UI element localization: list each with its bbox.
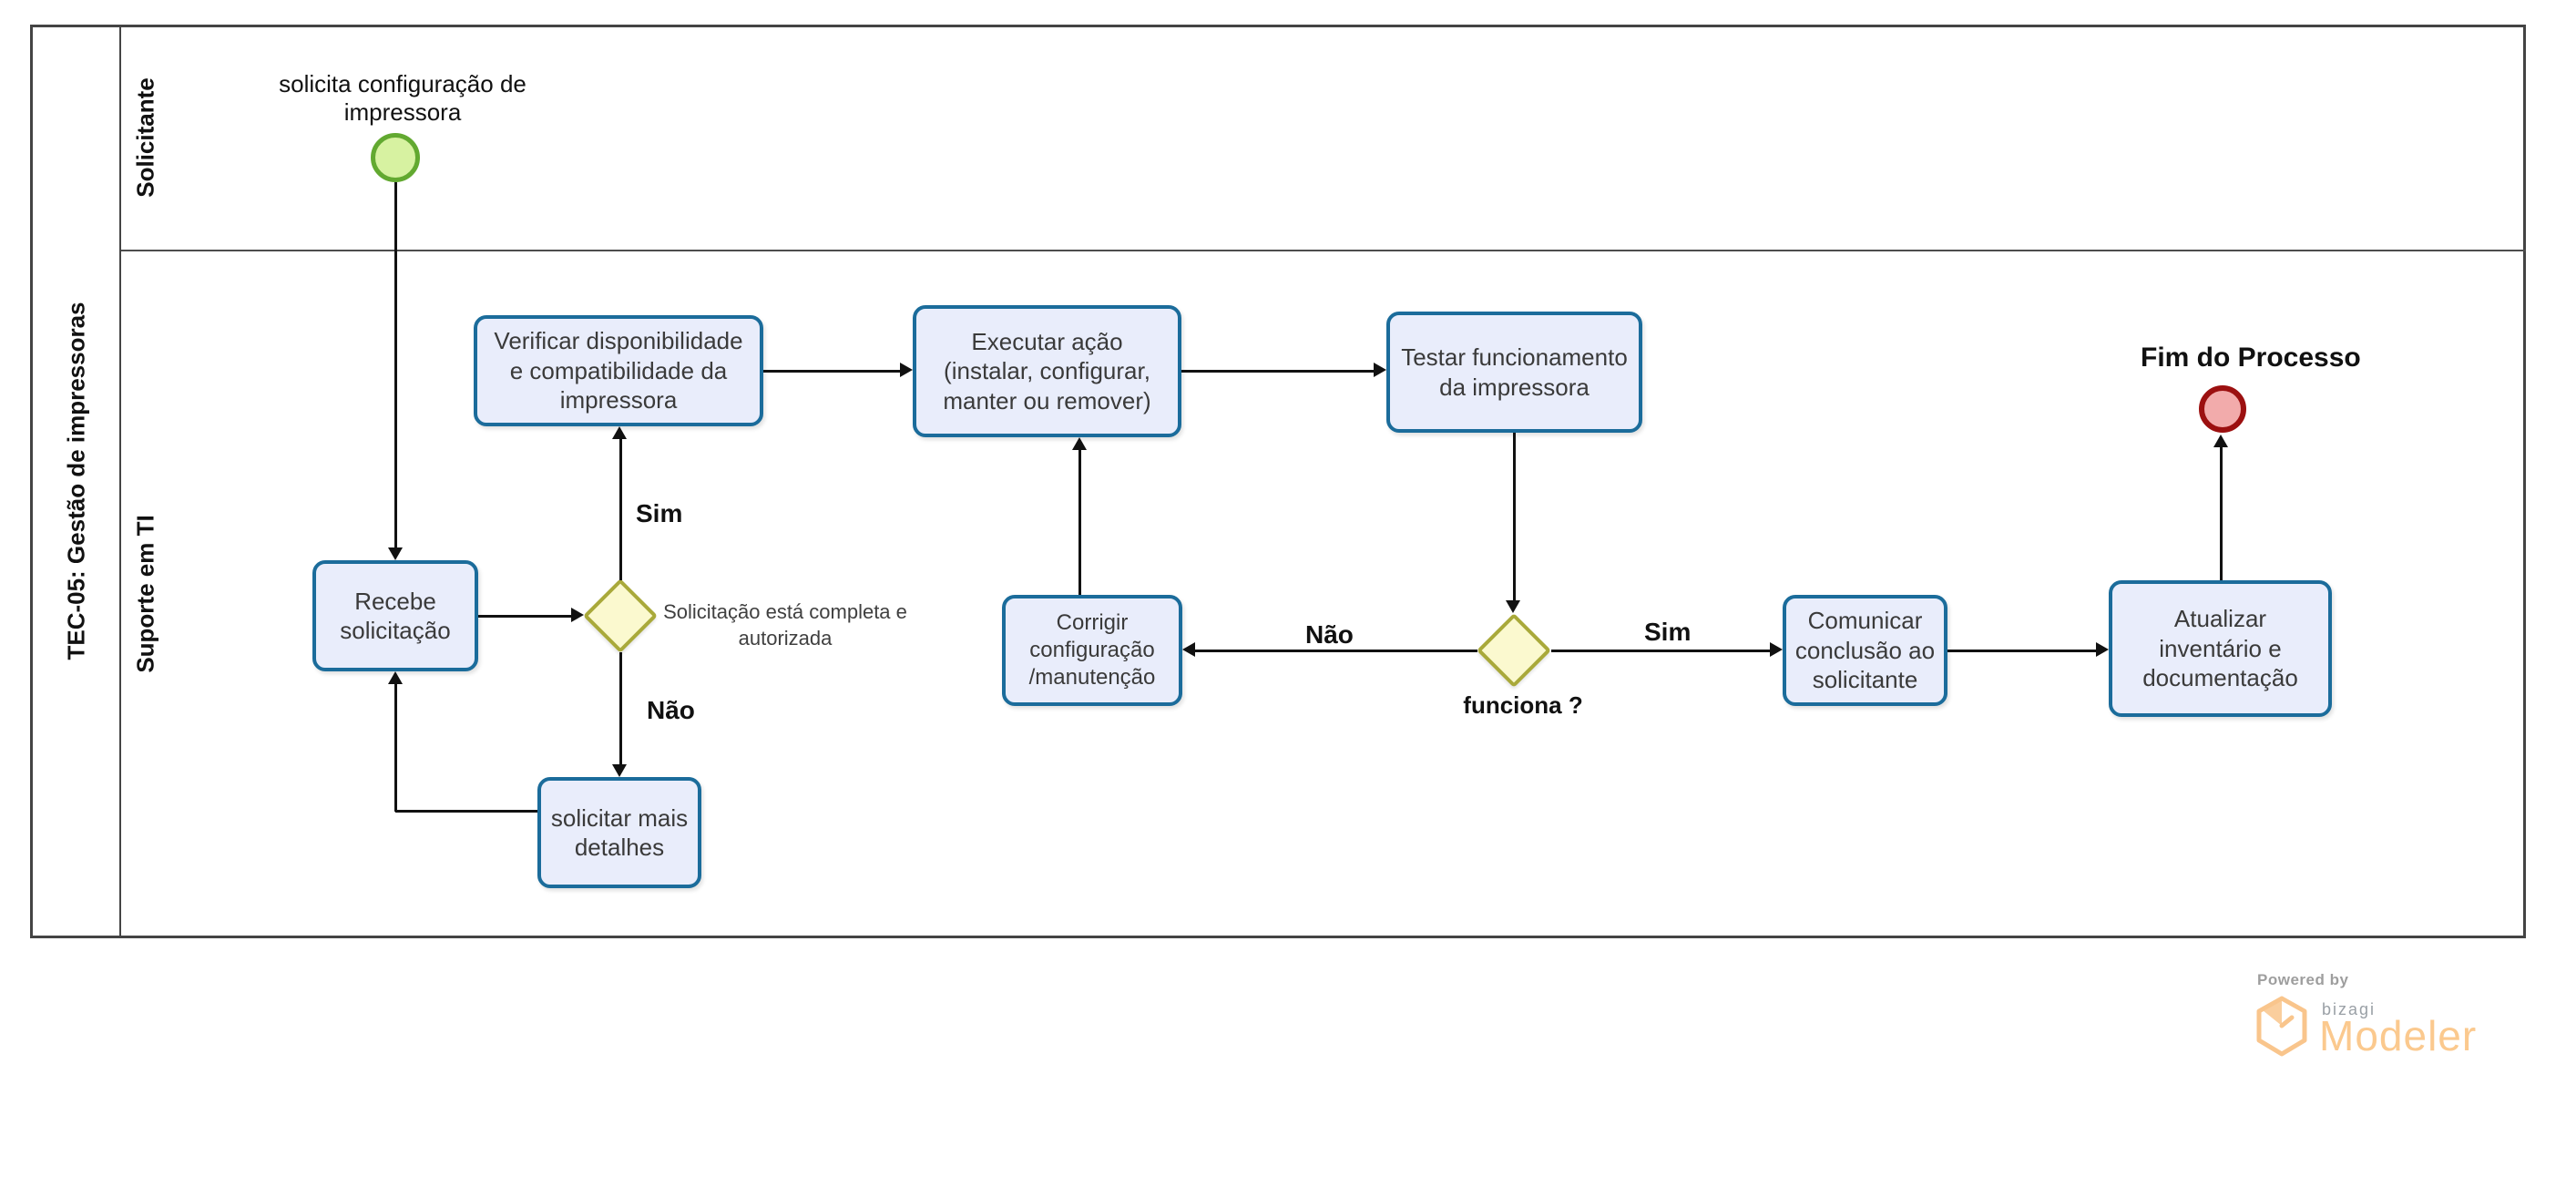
flow-verificar-to-executar: [763, 370, 900, 373]
task-comunicar-conclusao[interactable]: Comunicar conclusão ao solicitante: [1783, 595, 1947, 706]
task-label: solicitar mais detalhes: [550, 803, 689, 862]
task-label: Atualizar inventário e documentação: [2142, 605, 2298, 692]
flow-corrigir-to-executar: [1078, 450, 1081, 595]
task-label: Testar funcionamento da impressora: [1401, 343, 1628, 401]
flow-gateway-to-verificar: [619, 439, 622, 580]
powered-by-text: Powered by: [2257, 971, 2349, 988]
end-event-label: Fim do Processo: [2141, 343, 2361, 373]
arrowhead: [900, 363, 913, 377]
arrowhead: [1506, 600, 1520, 613]
flow-comunicar-to-atualizar: [1947, 650, 2096, 652]
flow-recebe-to-gateway: [478, 615, 573, 618]
gateway-label: funciona ?: [1463, 691, 1583, 719]
bizagi-brand-text: bizagi: [2322, 1000, 2377, 1018]
arrowhead: [571, 608, 584, 622]
task-label: Verificar disponibilidade e compatibilid…: [494, 327, 743, 414]
flow-label-nao: Não: [647, 696, 695, 724]
task-solicitar-mais-detalhes[interactable]: solicitar mais detalhes: [537, 777, 701, 888]
arrowhead: [612, 764, 627, 777]
task-label: Executar ação (instalar, configurar, man…: [943, 327, 1151, 414]
arrowhead: [2096, 642, 2109, 657]
task-atualizar-inventario[interactable]: Atualizar inventário e documentação: [2109, 580, 2332, 717]
flow-solicitar-loop-h: [395, 810, 537, 813]
arrowhead: [388, 547, 403, 560]
flow-gateway-to-solicitar: [619, 652, 622, 764]
task-label: Corrigir configuração /manutenção: [1028, 610, 1156, 690]
arrowhead: [2213, 435, 2228, 447]
pool-title-strip: [30, 25, 121, 938]
task-label: Comunicar conclusão ao solicitante: [1794, 607, 1936, 694]
task-corrigir-configuracao[interactable]: Corrigir configuração /manutenção: [1002, 595, 1182, 706]
flow-atualizar-to-end: [2220, 447, 2223, 580]
pool-title: TEC-05: Gestão de impressoras: [62, 302, 90, 660]
gateway-label: Solicitação está completa e autorizada: [663, 600, 907, 650]
lane-divider: [121, 250, 2526, 251]
lane-label-suporte-ti: Suporte em TI: [131, 515, 159, 673]
flow-testar-to-gateway: [1513, 433, 1516, 600]
bizagi-hexagon-icon: [2255, 996, 2308, 1062]
arrowhead: [1374, 363, 1386, 377]
arrowhead: [388, 671, 403, 684]
arrowhead: [1770, 642, 1783, 657]
modeler-product-text: Modeler: [2319, 1012, 2478, 1059]
flow-gateway-to-comunicar: [1551, 650, 1770, 652]
start-event-label: solicita configuração de impressora: [279, 70, 526, 126]
task-verificar-disponibilidade[interactable]: Verificar disponibilidade e compatibilid…: [474, 315, 763, 426]
start-event[interactable]: [371, 133, 420, 182]
pool: [30, 25, 2526, 938]
flow-gateway-to-corrigir: [1195, 650, 1477, 652]
task-executar-acao[interactable]: Executar ação (instalar, configurar, man…: [913, 305, 1181, 437]
lane-label-solicitante: Solicitante: [131, 77, 159, 198]
flow-executar-to-testar: [1181, 370, 1374, 373]
flow-label-sim: Sim: [1644, 618, 1692, 646]
task-recebe-solicitacao[interactable]: Recebe solicitação: [312, 560, 478, 671]
flow-label-sim: Sim: [636, 499, 683, 527]
arrowhead: [612, 426, 627, 439]
task-testar-funcionamento[interactable]: Testar funcionamento da impressora: [1386, 312, 1642, 433]
flow-label-nao: Não: [1305, 620, 1354, 649]
flow-start-to-recebe: [394, 182, 397, 548]
arrowhead: [1072, 437, 1087, 450]
end-event[interactable]: [2199, 385, 2246, 433]
arrowhead: [1182, 642, 1195, 657]
flow-solicitar-loop-v: [394, 684, 397, 812]
task-label: Recebe solicitação: [340, 587, 451, 645]
